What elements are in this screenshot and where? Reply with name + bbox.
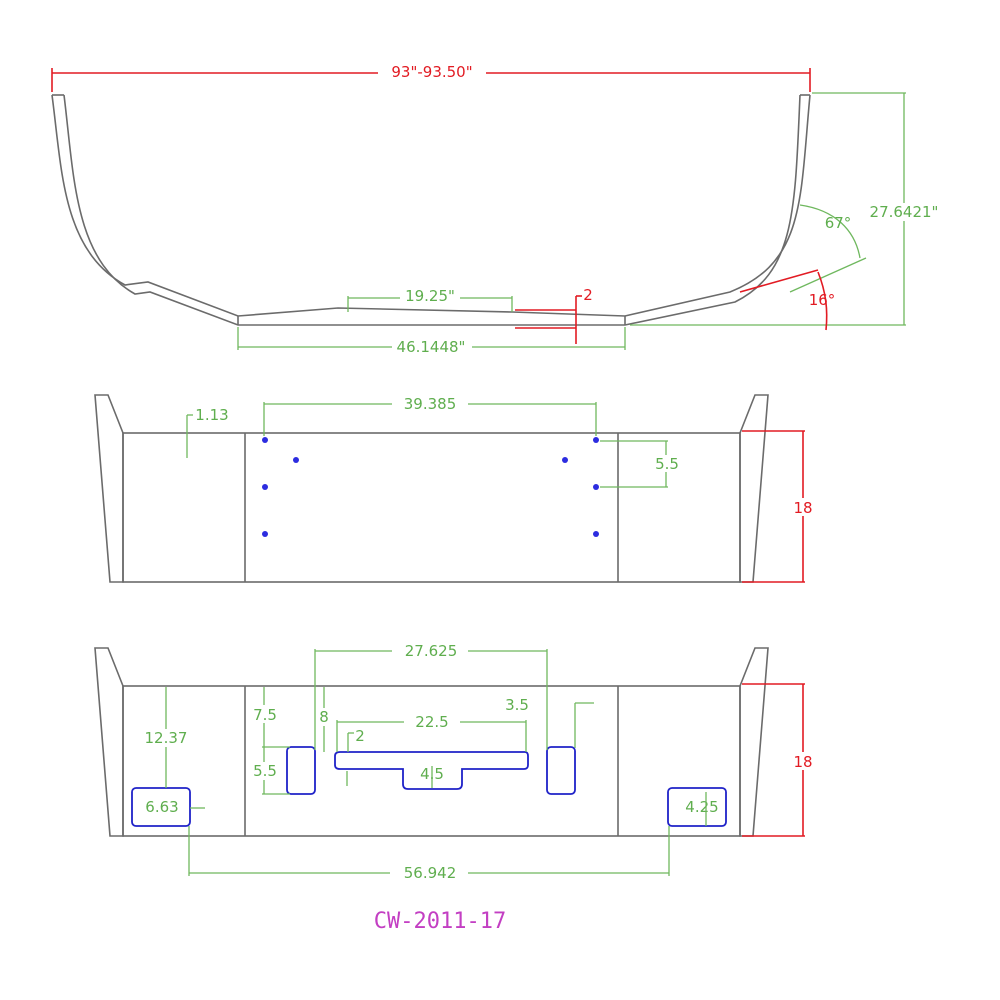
left-slot-cutout: [286, 746, 316, 795]
rear-height-label: 18: [793, 753, 812, 771]
front-view: 39.385 1.13 5.5 18: [94, 394, 817, 583]
front-left-wing: [94, 394, 124, 583]
front-right-wing: [739, 394, 769, 583]
slot-height-label: 5.5: [253, 762, 277, 780]
top-view: 93"-93.50" 27.6421" 67° 16° 19.25" 2 46.: [51, 62, 944, 356]
notch-width-label: 4.5: [420, 765, 444, 783]
hole-vertical-label: 5.5: [655, 455, 679, 473]
notch-offset-label: 2: [355, 727, 365, 745]
left-cutout-width-label: 6.63: [145, 798, 178, 816]
hole-right-2: [562, 457, 568, 463]
center-flat-label: 19.25": [405, 287, 455, 305]
hole-right-3: [593, 484, 599, 490]
hole-left-1: [262, 437, 268, 443]
angle-upper-ref-line: [789, 257, 867, 293]
right-corner-cutout: [667, 787, 727, 827]
slot-offset-label: 3.5: [505, 696, 529, 714]
front-height-label: 18: [793, 499, 812, 517]
hole-left-2: [293, 457, 299, 463]
top-to-slot-label: 7.5: [253, 706, 277, 724]
hole-right-1: [593, 437, 599, 443]
overall-width-label: 93"-93.50": [391, 63, 472, 81]
hole-left-4: [262, 531, 268, 537]
front-face: [122, 432, 741, 583]
hole-left-3: [262, 484, 268, 490]
cutout-spacing-label: 56.942: [404, 864, 457, 882]
step-label: 2: [583, 286, 593, 304]
angle-lower-arc: [817, 271, 828, 331]
center-notched-cutout: [334, 751, 529, 790]
drawing-number: CW-2011-17: [374, 909, 506, 934]
rear-left-wing: [94, 647, 124, 837]
angle-lower-ref-line: [739, 269, 819, 293]
angle-upper-arc: [799, 204, 861, 259]
angle-lower-label: 16°: [809, 291, 836, 309]
center-cutout-label: 22.5: [415, 713, 448, 731]
bottom-width-label: 46.1448": [397, 338, 466, 356]
rear-view: 27.625 22.5 2 4.5 3.5 7.5 5.5 8 12.37: [94, 642, 817, 882]
hole-right-4: [593, 531, 599, 537]
top-to-cutout-label: 8: [319, 708, 329, 726]
height-label: 27.6421": [870, 203, 939, 221]
slot-spacing-label: 27.625: [405, 642, 458, 660]
hole-spacing-label: 39.385: [404, 395, 457, 413]
bumper-profile-outer: [51, 94, 811, 317]
edge-offset-label: 1.13: [195, 406, 228, 424]
right-cutout-height-label: 4.25: [685, 798, 718, 816]
rear-right-wing: [739, 647, 769, 837]
side-drop-label: 12.37: [145, 729, 188, 747]
angle-upper-label: 67°: [825, 214, 852, 232]
rear-face: [122, 685, 741, 837]
left-corner-cutout: [131, 787, 191, 827]
right-slot-cutout: [546, 746, 576, 795]
